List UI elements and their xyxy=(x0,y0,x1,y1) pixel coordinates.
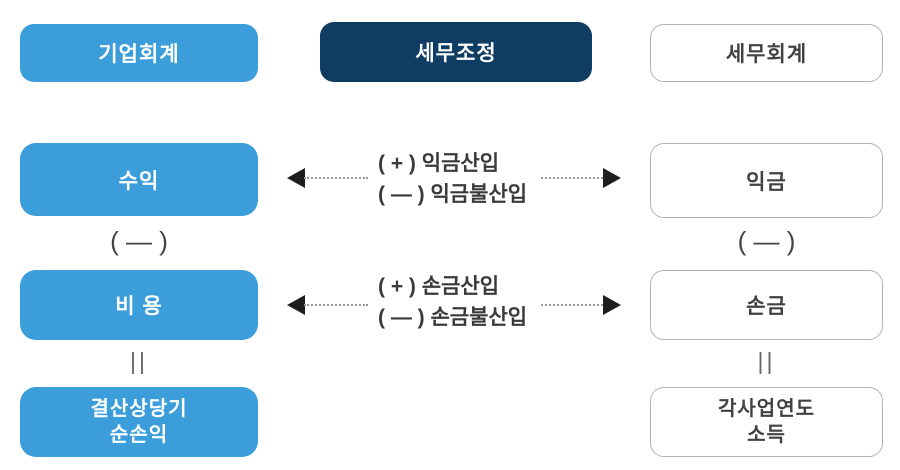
header-company-label: 기업회계 xyxy=(98,43,180,66)
header-adjustment-label: 세무조정 xyxy=(415,42,497,65)
box-gross-income: 익금 xyxy=(650,143,883,218)
box-net-income-line1: 결산상당기 xyxy=(90,398,188,420)
arrow-left-icon xyxy=(287,168,305,188)
box-net-income-line2: 순손익 xyxy=(109,424,169,446)
header-tax-label: 세무회계 xyxy=(725,43,808,66)
connector-minus-left: ( — ) xyxy=(110,226,168,256)
dotted-line xyxy=(541,304,603,306)
box-deductible-expense-label: 손금 xyxy=(746,295,787,318)
arrow-right-icon xyxy=(603,168,621,188)
box-expense: 비 용 xyxy=(20,270,258,340)
connector-minus-right: ( — ) xyxy=(737,226,796,256)
header-company-accounting: 기업회계 xyxy=(20,24,258,82)
adjustment-revenue-plus: ( + ) 익금산입 xyxy=(378,152,500,175)
box-expense-label: 비 용 xyxy=(115,295,163,318)
box-deductible-expense: 손금 xyxy=(650,270,883,340)
box-revenue: 수익 xyxy=(20,143,258,216)
adjustment-expense-plus: ( + ) 손금산입 xyxy=(378,275,500,298)
dotted-line xyxy=(541,177,603,179)
dotted-line xyxy=(304,304,368,306)
connector-equals-right: || xyxy=(757,348,776,374)
box-gross-income-label: 익금 xyxy=(746,170,787,194)
box-revenue-label: 수익 xyxy=(118,169,160,193)
adjustment-expense-text: ( + ) 손금산입 ( — ) 손금불산입 xyxy=(378,271,527,333)
header-tax-accounting: 세무회계 xyxy=(650,24,883,82)
box-business-year-income: 각사업연도 소득 xyxy=(650,387,883,457)
dotted-line xyxy=(304,177,368,179)
box-business-year-line2: 소득 xyxy=(747,424,786,446)
arrow-right-icon xyxy=(603,295,621,315)
arrow-left-icon xyxy=(287,295,305,315)
connector-equals-left: || xyxy=(130,348,148,374)
box-business-year-line1: 각사업연도 xyxy=(718,398,815,420)
box-net-income-per-books: 결산상당기 순손익 xyxy=(20,387,258,457)
adjustment-revenue-minus: ( — ) 익금불산입 xyxy=(378,183,528,206)
adjustment-revenue-text: ( + ) 익금산입 ( — ) 익금불산입 xyxy=(378,148,527,210)
adjustment-expense-minus: ( — ) 손금불산입 xyxy=(378,306,528,329)
header-tax-adjustment: 세무조정 xyxy=(320,22,592,82)
